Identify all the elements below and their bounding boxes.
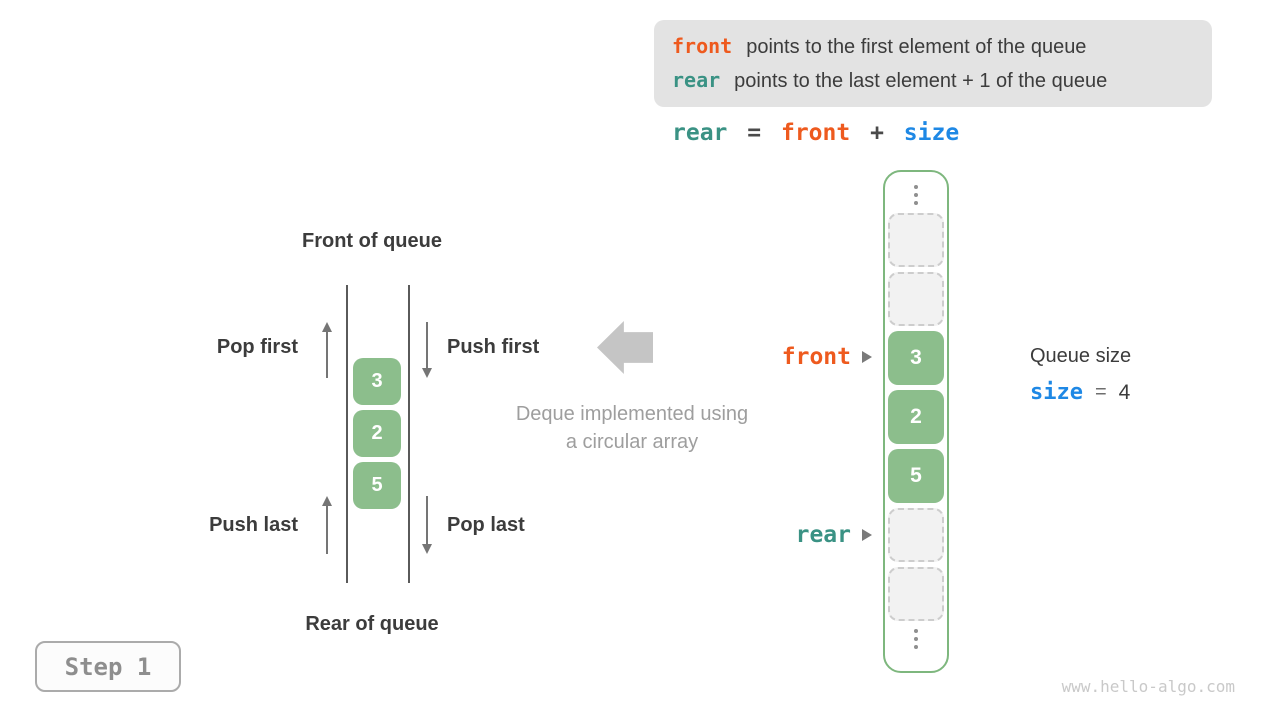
- push-first-label: Push first: [447, 336, 540, 358]
- formula-plus: +: [870, 120, 884, 146]
- pop-last-label: Pop last: [447, 514, 525, 536]
- front-pointer: front: [690, 342, 872, 372]
- info-box: front points to the first element of the…: [654, 20, 1212, 107]
- watermark: www.hello-algo.com: [1061, 677, 1235, 696]
- rear-pointer-label: rear: [795, 522, 851, 548]
- info-line-front: front points to the first element of the…: [672, 34, 1212, 59]
- front-of-queue-label: Front of queue: [302, 230, 442, 252]
- formula-front: front: [780, 120, 851, 146]
- pointer-arrow-icon: [862, 529, 872, 541]
- pop-first-arrow-icon: [322, 322, 332, 378]
- ellipsis-bottom-icon: [914, 626, 918, 652]
- pop-last-arrow-icon: [422, 496, 432, 554]
- front-keyword: front: [672, 34, 733, 58]
- formula: rear = front + size: [672, 120, 965, 146]
- size-variable: size: [1030, 380, 1083, 405]
- queue-element: 5: [353, 462, 401, 509]
- push-last-label: Push last: [209, 514, 298, 536]
- front-pointer-label: front: [781, 344, 851, 370]
- formula-size: size: [903, 120, 960, 146]
- center-caption: Deque implemented using a circular array: [472, 400, 792, 456]
- pointer-arrow-icon: [862, 351, 872, 363]
- array-cell-empty: [888, 567, 944, 621]
- array-cell-front: 3: [888, 331, 944, 385]
- queue-element: 3: [353, 358, 401, 405]
- info-line-rear: rear points to the last element + 1 of t…: [672, 68, 1212, 93]
- rear-pointer: rear: [690, 520, 872, 550]
- queue-left-wall: [346, 285, 348, 583]
- pop-first-label: Pop first: [216, 336, 298, 358]
- ellipsis-top-icon: [914, 182, 918, 208]
- push-last-arrow-icon: [322, 496, 332, 554]
- array-cell-rear: [888, 508, 944, 562]
- array-cell: 5: [888, 449, 944, 503]
- queue-element: 2: [353, 410, 401, 457]
- queue-size-value-line: size = 4: [1030, 380, 1130, 405]
- rear-keyword: rear: [672, 68, 721, 92]
- array-cell: 2: [888, 390, 944, 444]
- formula-equals: =: [747, 120, 762, 146]
- step-badge: Step 1: [35, 641, 181, 692]
- queue-right-wall: [408, 285, 410, 583]
- front-description: points to the first element of the queue: [746, 36, 1087, 58]
- array-cell-empty: [888, 272, 944, 326]
- queue-size-title: Queue size: [1030, 345, 1132, 367]
- size-value: 4: [1118, 380, 1131, 404]
- caption-line1: Deque implemented using: [515, 403, 749, 425]
- left-block-arrow-icon: [597, 321, 653, 374]
- size-equals: =: [1094, 381, 1107, 403]
- formula-rear: rear: [672, 120, 728, 146]
- circular-array-column: 3 2 5: [883, 170, 949, 673]
- array-cell-empty: [888, 213, 944, 267]
- rear-of-queue-label: Rear of queue: [305, 613, 439, 635]
- caption-line2: a circular array: [565, 431, 699, 453]
- rear-description: points to the last element + 1 of the qu…: [734, 70, 1108, 92]
- push-first-arrow-icon: [422, 322, 432, 378]
